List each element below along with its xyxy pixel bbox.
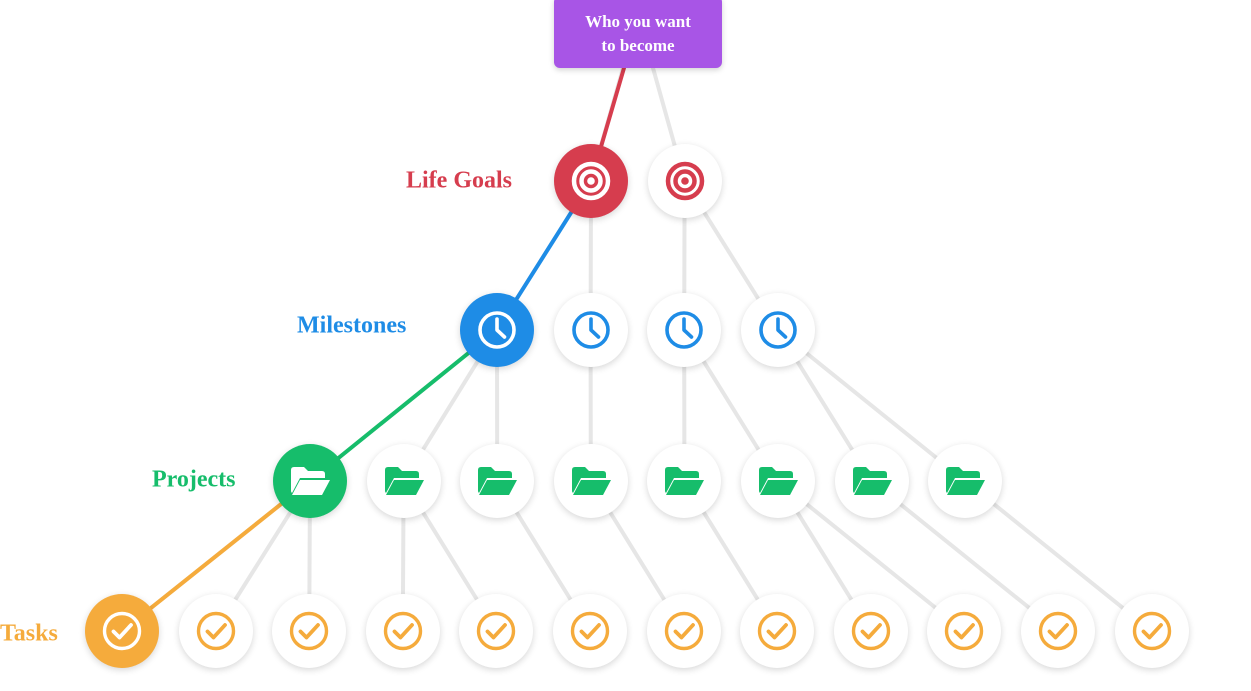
target-icon [664, 160, 706, 202]
level-label-milestones: Milestones [297, 312, 407, 339]
connector-line [775, 328, 968, 483]
folder-open-icon [662, 463, 706, 499]
folder-open-icon [382, 463, 426, 499]
connector-line [869, 479, 1060, 633]
check-circle-icon [568, 609, 612, 653]
life-goal-node[interactable] [647, 144, 722, 218]
folder-open-icon [943, 463, 987, 499]
folder-open-icon [850, 463, 894, 499]
check-circle-icon [287, 609, 331, 653]
root-node-who-you-want-to-become[interactable]: Who you want to become [554, 0, 722, 68]
folder-open-icon [569, 463, 613, 499]
project-node[interactable] [928, 444, 1003, 518]
root-node-label-line2: to become [601, 36, 675, 55]
active-path-line [308, 328, 499, 483]
task-node[interactable] [1021, 594, 1095, 668]
project-node[interactable] [460, 444, 535, 518]
level-label-life-goals: Life Goals [406, 167, 512, 194]
check-circle-icon [194, 609, 238, 653]
project-node[interactable] [741, 444, 815, 518]
folder-open-icon [475, 463, 519, 499]
check-circle-icon [662, 609, 706, 653]
milestone-node[interactable] [647, 293, 722, 367]
active-path-line [120, 479, 312, 633]
root-node-label: Who you want to become [585, 10, 691, 58]
task-node[interactable] [927, 594, 1002, 668]
milestone-node[interactable] [553, 293, 628, 367]
clock-icon [757, 309, 799, 351]
clock-icon [570, 309, 612, 351]
level-label-projects: Projects [152, 466, 236, 493]
project-node[interactable] [366, 444, 441, 518]
check-circle-icon [1036, 609, 1080, 653]
task-node[interactable] [272, 594, 347, 668]
clock-icon [663, 309, 705, 351]
check-circle-icon [474, 609, 518, 653]
target-icon [570, 160, 612, 202]
check-circle-icon [942, 609, 986, 653]
root-node-label-line1: Who you want [585, 12, 691, 31]
task-node[interactable] [178, 594, 253, 668]
task-node[interactable] [646, 594, 721, 668]
check-circle-icon [100, 609, 144, 653]
task-node[interactable] [365, 594, 440, 668]
project-node[interactable] [553, 444, 628, 518]
check-circle-icon [755, 609, 799, 653]
project-node-active[interactable] [273, 444, 347, 518]
level-label-tasks: Tasks [0, 620, 58, 647]
check-circle-icon [381, 609, 425, 653]
folder-open-icon [756, 463, 800, 499]
folder-open-icon [288, 463, 332, 499]
milestone-node[interactable] [740, 293, 815, 367]
project-node[interactable] [834, 444, 909, 518]
task-node[interactable] [553, 594, 627, 668]
task-node[interactable] [833, 594, 908, 668]
task-node[interactable] [459, 594, 534, 668]
connector-line [776, 479, 967, 633]
life-goal-node-active[interactable] [554, 144, 628, 218]
check-circle-icon [1130, 609, 1174, 653]
project-node[interactable] [647, 444, 722, 518]
connector-line [963, 479, 1154, 633]
milestone-node-active[interactable] [460, 293, 534, 367]
task-node-active[interactable] [85, 594, 159, 668]
task-node[interactable] [740, 594, 815, 668]
clock-icon [476, 309, 518, 351]
task-node[interactable] [1114, 594, 1189, 668]
check-circle-icon [849, 609, 893, 653]
